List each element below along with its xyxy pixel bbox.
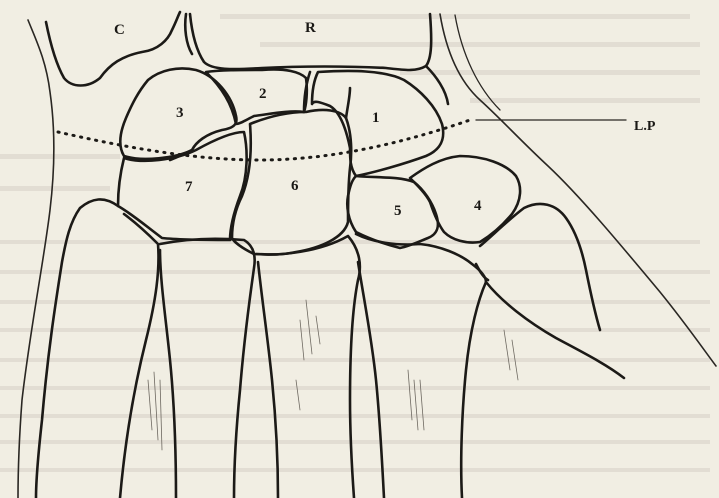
metacarpal-4-outline: [160, 239, 255, 498]
carpal-bone-4: [410, 156, 520, 243]
label-bone-4: 4: [474, 198, 482, 214]
label-bone-7: 7: [185, 179, 193, 195]
forearm-bones: [46, 12, 448, 104]
carpal-bones: [118, 68, 520, 254]
carpal-bone-2: [206, 69, 307, 124]
label-bone-5: 5: [394, 203, 402, 219]
ulna-outline: [46, 12, 180, 86]
bleed-through-texture: [0, 14, 710, 472]
metacarpal-5-outline: [36, 199, 118, 498]
label-bone-2: 2: [259, 86, 267, 102]
metacarpal-1-outline: [480, 204, 600, 330]
label-c: C: [114, 22, 125, 38]
label-bone-1: 1: [372, 110, 380, 126]
skin-left-edge: [18, 20, 54, 498]
skin-outline: [18, 14, 716, 498]
joint-line-6-1: [346, 88, 350, 118]
label-lp: L.P: [634, 119, 656, 134]
skin-right-inner-line: [455, 15, 500, 110]
metacarpal-bones: [36, 199, 624, 498]
label-bone-3: 3: [176, 105, 184, 121]
label-r: R: [305, 20, 316, 36]
label-bone-6: 6: [291, 178, 299, 194]
skin-right-edge: [440, 14, 716, 366]
metacarpal-4-inner: [160, 250, 176, 498]
metacarpal-5-inner: [120, 214, 159, 498]
metacarpal-3-inner: [258, 262, 278, 498]
metacarpal-2-inner: [358, 262, 384, 498]
